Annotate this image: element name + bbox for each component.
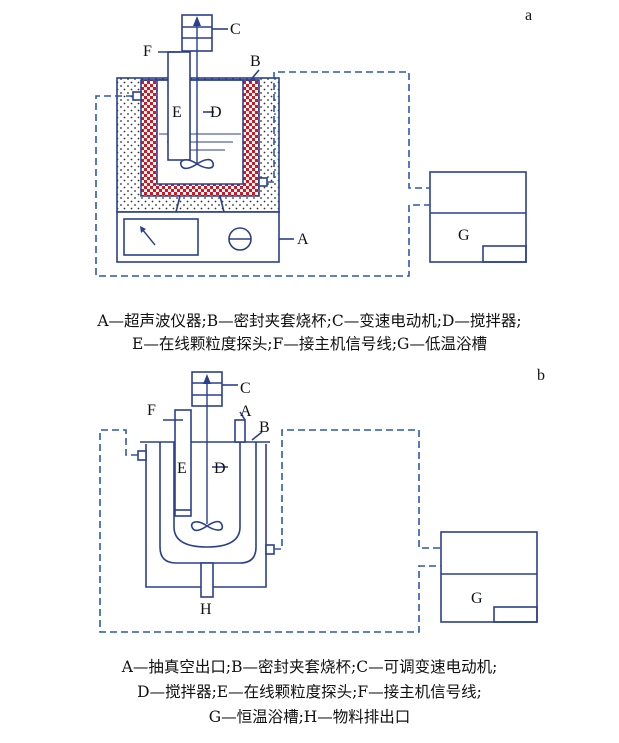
label-b-H: H: [200, 601, 212, 618]
caption-a-line-1: A—超声波仪器;B—密封夹套烧杯;C—变速电动机;D—搅拌器;: [97, 312, 522, 330]
thermostatic-bath: [440, 531, 538, 623]
label-a-D: D: [210, 104, 222, 121]
particle-probe-b: [174, 409, 192, 517]
caption-b-line-3: G—恒温浴槽;H—物料排出口: [208, 708, 411, 726]
vacuum-outlet: [234, 419, 246, 443]
label-b-A: A: [240, 403, 252, 420]
tubing-b: [99, 429, 441, 633]
stirrer-blade: [179, 158, 215, 170]
label-a-F: F: [143, 43, 152, 60]
label-b-D: D: [214, 460, 226, 477]
label-b-E: E: [177, 460, 187, 477]
label-b-B: B: [259, 419, 270, 436]
label-a-C: C: [230, 21, 241, 38]
caption-b-line-2: D—搅拌器;E—在线颗粒度探头;F—接主机信号线;: [137, 683, 482, 701]
label-b-F: F: [147, 402, 156, 419]
meter-panel: [123, 218, 199, 256]
label-b-C: C: [240, 380, 251, 397]
discharge-outlet: [200, 562, 214, 598]
diagram-b-tag: b: [537, 367, 545, 384]
label-a-B: B: [250, 53, 261, 70]
label-a-E: E: [172, 104, 182, 121]
diagram-b: C F A B E D H G b: [99, 367, 545, 633]
label-a-A: A: [297, 231, 309, 248]
caption-b-line-1: A—抽真空出口;B—密封夹套烧杯;C—可调变速电动机;: [121, 658, 498, 676]
label-b-G: G: [471, 590, 483, 607]
stirrer-blade-b: [190, 520, 224, 532]
cooling-bath: [429, 171, 527, 263]
label-a-G: G: [458, 227, 470, 244]
caption-a-line-2: E—在线颗粒度探头;F—接主机信号线;G—低温浴槽: [132, 335, 487, 353]
diagram-a-tag: a: [525, 7, 532, 24]
diagram-a: C F B E D A G a: [95, 7, 532, 277]
jacket-beaker-inner-b: [173, 442, 241, 548]
tubing-a: [95, 71, 430, 277]
